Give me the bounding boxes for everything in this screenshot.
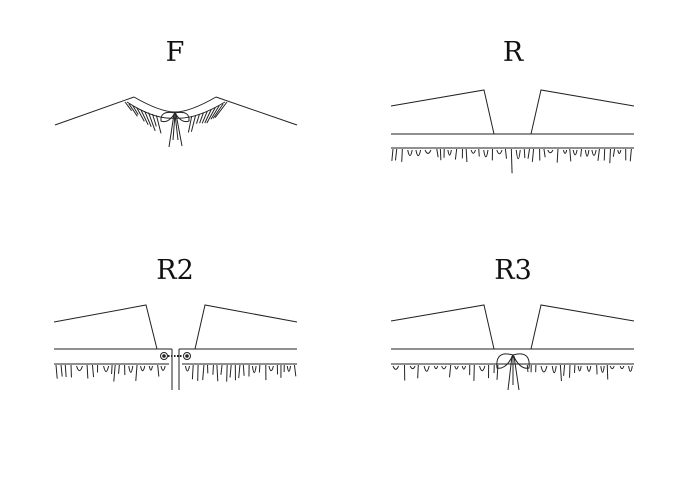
rear-left-panel: [390, 89, 495, 135]
front-bow-icon: [160, 111, 190, 148]
view-label-r3: R3: [494, 255, 532, 286]
ruffle-strokes: [55, 364, 297, 382]
r2-band: [54, 348, 297, 365]
r3-right-panel: [530, 304, 635, 350]
front-ruffle: [124, 101, 228, 134]
ruffle-strokes: [391, 148, 632, 174]
r3-left-panel: [390, 304, 495, 350]
right-shoulder-line: [215, 96, 298, 126]
view-rear: R: [390, 37, 635, 174]
ruffle-strokes: [124, 101, 228, 134]
rear-right-panel: [530, 89, 635, 135]
left-shoulder-line: [54, 96, 135, 126]
view-label-r: R: [503, 37, 524, 68]
rear-bow-icon: [496, 353, 530, 391]
view-label-r2: R2: [156, 255, 194, 286]
view-front: F: [54, 37, 298, 148]
r2-right-panel: [194, 304, 298, 350]
view-rear-2: R2: [53, 255, 298, 390]
ruffle-strokes: [392, 364, 633, 382]
hook-and-eye-icon: [160, 352, 191, 360]
collar-neckline: [133, 96, 217, 113]
r3-ruffle: [392, 364, 633, 382]
view-label-f: F: [166, 37, 185, 68]
view-rear-3: R3: [390, 255, 635, 391]
rear-band: [391, 133, 634, 149]
r2-left-panel: [53, 304, 158, 350]
rear-ruffle: [391, 148, 632, 174]
r2-ruffle: [55, 364, 297, 382]
